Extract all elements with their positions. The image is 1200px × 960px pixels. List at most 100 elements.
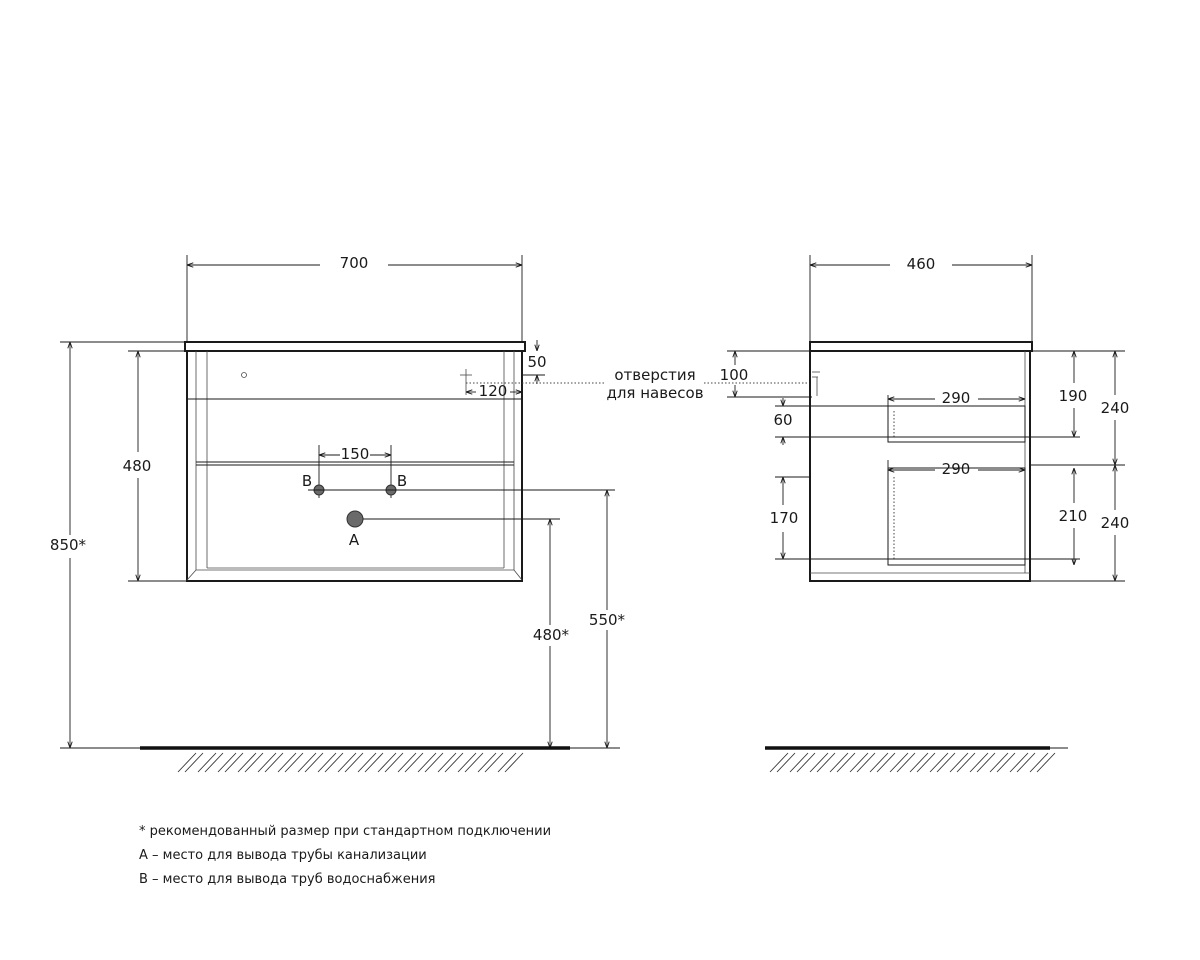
- note-a: A – место для вывода трубы канализации: [139, 848, 427, 863]
- floor-hatch-stroke: [297, 752, 317, 773]
- floor-hatch-stroke: [384, 752, 404, 773]
- dim-upper-drawer-190: 190: [1059, 387, 1088, 405]
- floor-hatch-stroke: [1029, 752, 1049, 773]
- floor-hatch-stroke: [956, 752, 976, 773]
- label-a: A: [349, 531, 360, 549]
- floor-hatch-stroke: [437, 752, 457, 773]
- dim-upper-shelf-290: 290: [942, 389, 971, 407]
- floor-hatch-stroke: [464, 752, 484, 773]
- floor-hatch-stroke: [417, 752, 437, 773]
- floor-hatch-stroke: [217, 752, 237, 773]
- floor-hatch-stroke: [989, 752, 1009, 773]
- floor-hatch-stroke: [1036, 752, 1056, 773]
- floor-hatch-stroke: [357, 752, 377, 773]
- floor-hatch-stroke: [177, 752, 197, 773]
- drain-pipe: [346, 510, 364, 528]
- floor-hatch-stroke: [929, 752, 949, 773]
- floor-hatch-stroke: [444, 752, 464, 773]
- floor-hatch-stroke: [497, 752, 517, 773]
- floor-hatch-stroke: [304, 752, 324, 773]
- floor-hatch-stroke: [949, 752, 969, 773]
- note-b: B – место для вывода труб водоснабжения: [139, 872, 436, 887]
- floor-hatch-stroke: [184, 752, 204, 773]
- dim-water-height-550: 550*: [589, 611, 626, 629]
- callout-line-2: для навесов: [606, 384, 703, 402]
- front-floor-hatch: [177, 752, 524, 773]
- hanging-holes-callout: отверстия для навесов: [466, 366, 812, 402]
- dim-depth-460: 460: [907, 255, 936, 273]
- floor-hatch-stroke: [257, 752, 277, 773]
- floor-hatch-stroke: [344, 752, 364, 773]
- front-view: 700 850* 480 50 120 150 B B: [50, 254, 626, 773]
- floor-hatch-stroke: [976, 752, 996, 773]
- side-cabinet-body: [809, 350, 1031, 582]
- dim-lower-drawer-210: 210: [1059, 507, 1088, 525]
- floor-hatch-stroke: [324, 752, 344, 773]
- dim-total-height-850: 850*: [50, 536, 87, 554]
- dim-hole-offset-100: 100: [720, 366, 749, 384]
- note-recommended: * рекомендованный размер при стандартном…: [139, 824, 552, 839]
- notes-block: * рекомендованный размер при стандартном…: [139, 820, 551, 892]
- lower-drawer-box: [887, 467, 1026, 566]
- floor-hatch-stroke: [849, 752, 869, 773]
- front-countertop: [184, 341, 526, 352]
- side-view: 460 100 60 290 290 170: [720, 255, 1130, 773]
- mount-hole-marker: [241, 372, 247, 378]
- floor-hatch-stroke: [197, 752, 217, 773]
- floor-hatch-stroke: [424, 752, 444, 773]
- floor-hatch-stroke: [909, 752, 929, 773]
- floor-hatch-stroke: [484, 752, 504, 773]
- upper-drawer-box: [887, 405, 1026, 443]
- floor-hatch-stroke: [224, 752, 244, 773]
- dim-lower-drawer-240: 240: [1101, 514, 1130, 532]
- floor-hatch-stroke: [836, 752, 856, 773]
- floor-hatch-stroke: [317, 752, 337, 773]
- floor-hatch-stroke: [377, 752, 397, 773]
- floor-hatch-stroke: [796, 752, 816, 773]
- floor-hatch-stroke: [244, 752, 264, 773]
- floor-hatch-stroke: [969, 752, 989, 773]
- dim-width-700: 700: [340, 254, 369, 272]
- floor-hatch-stroke: [889, 752, 909, 773]
- floor-hatch-stroke: [457, 752, 477, 773]
- floor-hatch-stroke: [876, 752, 896, 773]
- floor-hatch-stroke: [856, 752, 876, 773]
- floor-hatch-stroke: [896, 752, 916, 773]
- floor-hatch-stroke: [769, 752, 789, 773]
- dim-hole-side-120: 120: [479, 382, 508, 400]
- floor-hatch-stroke: [397, 752, 417, 773]
- label-b-left: B: [302, 472, 312, 490]
- floor-hatch-stroke: [364, 752, 384, 773]
- floor-hatch-stroke: [829, 752, 849, 773]
- floor-hatch-stroke: [1016, 752, 1036, 773]
- dim-pipes-spacing-150: 150: [341, 445, 370, 463]
- floor-hatch-stroke: [404, 752, 424, 773]
- floor-hatch-stroke: [264, 752, 284, 773]
- floor-hatch-stroke: [337, 752, 357, 773]
- dim-drain-height-480: 480*: [533, 626, 570, 644]
- floor-hatch-stroke: [284, 752, 304, 773]
- floor-hatch-stroke: [869, 752, 889, 773]
- dim-lower-shelf-290: 290: [942, 460, 971, 478]
- dim-drawer-front-170: 170: [770, 509, 799, 527]
- dim-hole-top-50: 50: [527, 353, 546, 371]
- floor-hatch-stroke: [789, 752, 809, 773]
- dim-gap-60: 60: [773, 411, 792, 429]
- floor-hatch-stroke: [936, 752, 956, 773]
- floor-hatch-stroke: [1009, 752, 1029, 773]
- label-b-right: B: [397, 472, 407, 490]
- callout-line-1: отверстия: [614, 366, 695, 384]
- floor-hatch-stroke: [996, 752, 1016, 773]
- dim-upper-drawer-240: 240: [1101, 399, 1130, 417]
- side-floor-hatch: [769, 752, 1056, 773]
- floor-hatch-stroke: [776, 752, 796, 773]
- floor-hatch-stroke: [277, 752, 297, 773]
- side-countertop: [809, 341, 1033, 352]
- floor-hatch-stroke: [816, 752, 836, 773]
- floor-hatch-stroke: [504, 752, 524, 773]
- floor-hatch-stroke: [809, 752, 829, 773]
- floor-hatch-stroke: [204, 752, 224, 773]
- floor-hatch-stroke: [477, 752, 497, 773]
- floor-hatch-stroke: [916, 752, 936, 773]
